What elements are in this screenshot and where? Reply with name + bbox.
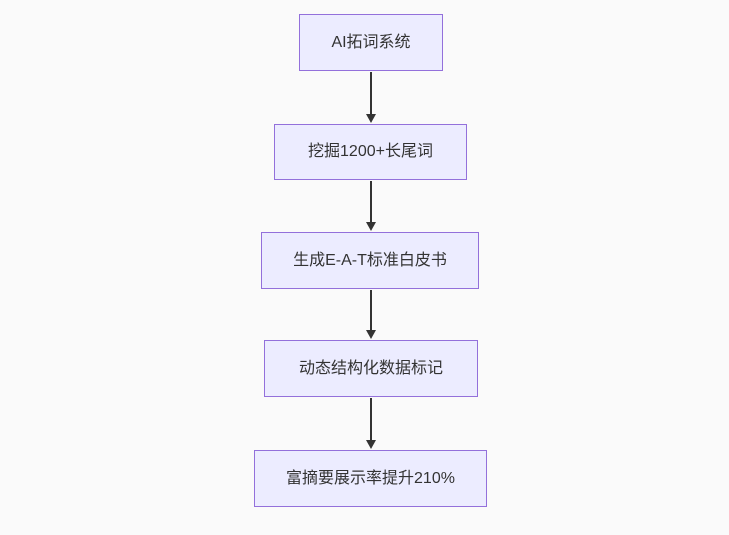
flow-node-label: 动态结构化数据标记 (298, 359, 443, 377)
flow-arrow-4 (366, 398, 376, 449)
flow-node-rich-snippet-result: 富摘要展示率提升210% (254, 450, 487, 507)
flow-arrow-2 (366, 181, 376, 231)
flow-arrow-1 (366, 72, 376, 123)
flow-node-label: AI拓词系统 (331, 33, 411, 51)
flow-node-label: 生成E-A-T标准白皮书 (293, 251, 447, 269)
flow-node-ai-keyword-system: AI拓词系统 (299, 14, 443, 71)
flow-node-eat-whitepaper: 生成E-A-T标准白皮书 (261, 232, 479, 289)
flow-node-label: 挖掘1200+长尾词 (308, 143, 433, 161)
flow-node-label: 富摘要展示率提升210% (286, 469, 455, 487)
flow-node-structured-data-markup: 动态结构化数据标记 (264, 340, 478, 397)
flow-node-longtail-mining: 挖掘1200+长尾词 (274, 124, 467, 180)
flow-arrow-3 (366, 290, 376, 339)
